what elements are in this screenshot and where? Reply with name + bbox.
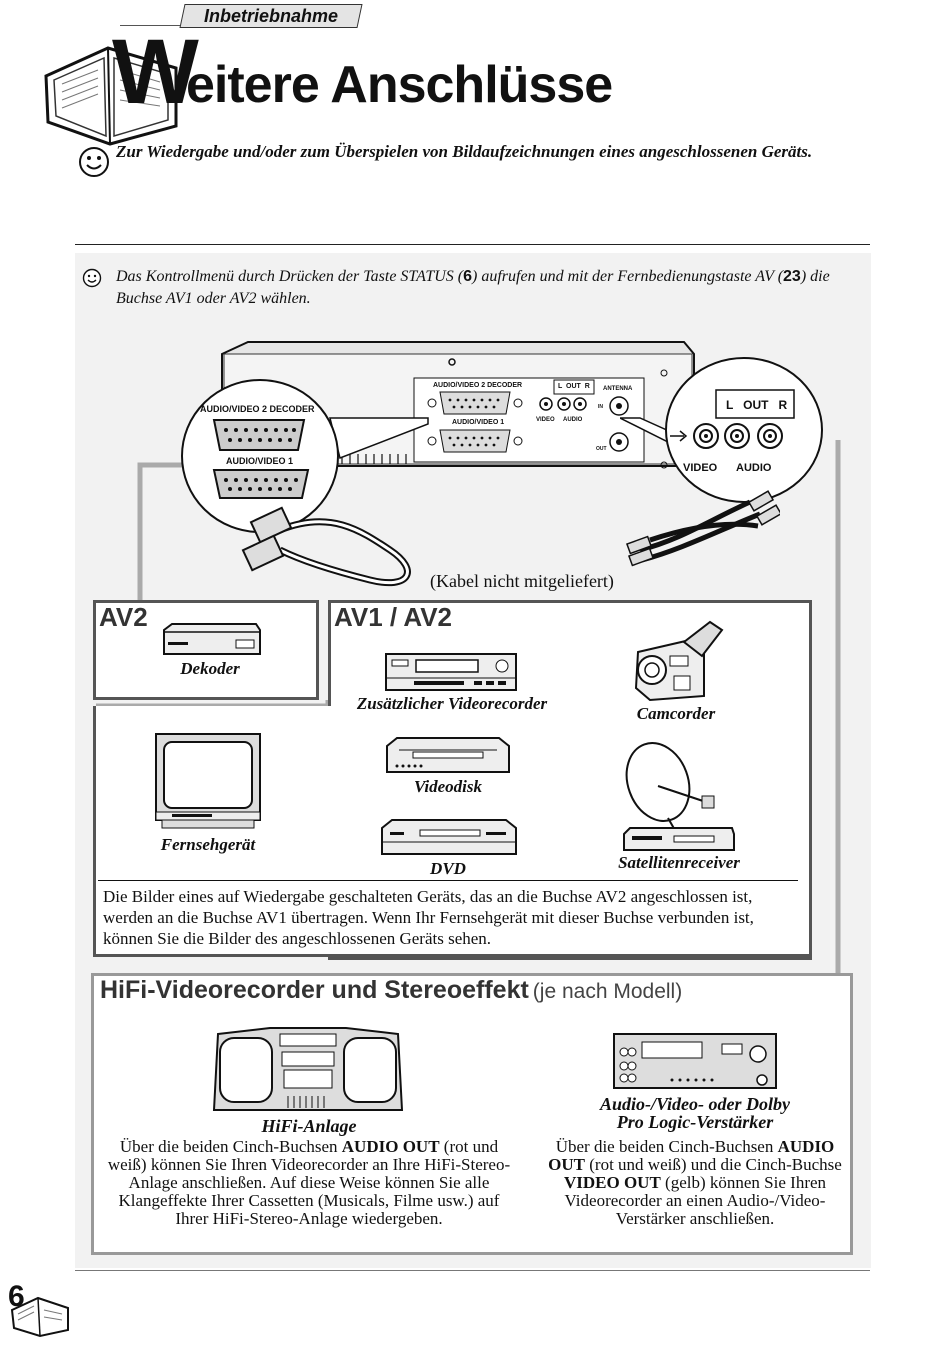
dvd-icon <box>381 819 517 855</box>
rear-label-out: OUT <box>596 446 607 452</box>
av1-av2-title: AV1 / AV2 <box>334 602 453 632</box>
camcorder-caption: Camcorder <box>636 704 716 723</box>
hifi-heading: HiFi-Videorecorder und Stereoeffekt (je … <box>100 976 682 1005</box>
hifi-caption: HiFi-Anlage <box>261 1116 357 1136</box>
av1-note-rule <box>98 880 798 881</box>
rear-label-video: VIDEO <box>536 417 555 423</box>
zoom-label-video: VIDEO <box>683 462 718 474</box>
scart-cable <box>241 506 411 587</box>
zoom-label-lout: L OUT R <box>726 398 788 412</box>
hint-key-av: 23 <box>783 268 801 285</box>
camcorder-icon <box>634 620 724 702</box>
hint-part1: Das Kontrollmenü durch Drücken der Taste… <box>116 268 464 285</box>
amplifier-caption-line2: Pro Logic-Verstärker <box>616 1112 774 1132</box>
amplifier-icon <box>613 1033 777 1089</box>
rear-label-av2: AUDIO/VIDEO 2 DECODER <box>433 382 523 389</box>
hifi-left-b1: AUDIO OUT <box>341 1137 440 1156</box>
decoder-caption: Dekoder <box>180 659 240 678</box>
footer-book-icon <box>10 1296 69 1338</box>
tv-caption: Fernsehgerät <box>160 835 256 854</box>
hifi-right-t3: (gelb) können Sie Ihren Videorecorder an… <box>564 1173 827 1228</box>
title-initial: W <box>112 21 199 123</box>
hifi-right-b2: VIDEO OUT <box>563 1173 661 1192</box>
zoom-circle-rca <box>620 357 823 503</box>
amplifier-caption-line1: Audio-/Video- oder Dolby <box>600 1094 790 1114</box>
footer-divider <box>75 1270 870 1271</box>
zoom-circle-scart <box>181 379 429 533</box>
av1-box-cover <box>331 700 803 714</box>
hint-key-status: 6 <box>463 268 473 285</box>
videodisk-caption: Videodisk <box>413 777 482 796</box>
zoom-label-audio: AUDIO <box>736 462 772 474</box>
rear-label-lout: L OUT R <box>558 383 590 390</box>
page-number: 6 <box>8 1280 25 1313</box>
tv-icon <box>155 733 261 829</box>
rear-label-av1: AUDIO/VIDEO 1 <box>452 419 505 426</box>
hifi-box <box>91 973 853 1255</box>
hifi-right-t1: Über die beiden Cinch-Buchsen <box>555 1137 778 1156</box>
divider <box>75 244 870 245</box>
hifi-title: HiFi-Videorecorder und Stereoeffekt <box>100 976 529 1004</box>
vcr-caption: Zusätzlicher Videorecorder <box>356 694 548 713</box>
smiley-icon <box>78 146 110 182</box>
hifi-right-b1: AUDIO OUT <box>548 1137 835 1174</box>
dvd-caption: DVD <box>430 859 466 878</box>
page-title: eitere Anschlüsse <box>186 56 613 114</box>
hifi-left-t2: (rot und weiß) können Sie Ihren Videorec… <box>107 1137 511 1228</box>
hifi-left-t1: Über die beiden Cinch-Buchsen <box>119 1137 342 1156</box>
rca-cable <box>625 490 780 567</box>
av1-note: Die Bilder eines auf Wiedergabe geschalt… <box>103 887 754 948</box>
book-icon <box>44 46 178 146</box>
cable-note: (Kabel nicht mitgeliefert) <box>430 571 614 591</box>
hifi-system-icon <box>212 1027 404 1111</box>
section-header-line <box>120 25 184 26</box>
av2-title: AV2 <box>99 602 148 632</box>
hifi-subtitle: (je nach Modell) <box>532 980 683 1003</box>
vcr-icon <box>385 653 517 691</box>
rear-label-antenna: ANTENNA <box>603 386 633 392</box>
hifi-right-text: Über die beiden Cinch-Buchsen AUDIO OUT … <box>546 1138 844 1228</box>
zoom-label-av1: AUDIO/VIDEO 1 <box>226 456 294 466</box>
hint-part2: ) aufrufen und mit der Fernbedienungstas… <box>472 268 784 285</box>
satellite-icon <box>623 742 735 851</box>
zoom-label-av2-decoder: AUDIO/VIDEO 2 DECODER <box>200 404 315 414</box>
hint-text: Das Kontrollmenü durch Drücken der Taste… <box>116 266 836 310</box>
videodisk-icon <box>386 737 510 773</box>
hifi-right-t2: (rot und weiß) und die Cinch-Buchse <box>585 1155 842 1174</box>
intro-text: Zur Wiedergabe und/oder zum Überspielen … <box>116 142 813 161</box>
rear-label-in: IN <box>598 404 603 410</box>
hifi-left-text: Über die beiden Cinch-Buchsen AUDIO OUT … <box>100 1138 518 1228</box>
satellite-caption: Satellitenreceiver <box>618 853 740 872</box>
decoder-icon <box>163 623 261 655</box>
hint-part3: ) die Buchse AV1 oder AV2 wählen. <box>116 268 830 307</box>
smiley-small-icon <box>82 268 102 293</box>
rear-label-audio: AUDIO <box>563 417 583 423</box>
